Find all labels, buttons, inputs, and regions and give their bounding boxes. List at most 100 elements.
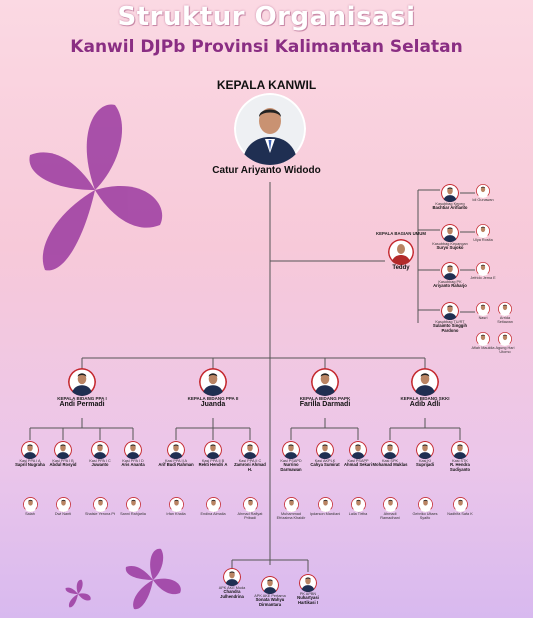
kasi-name: Aris Ananta xyxy=(121,462,145,468)
bidang-role: KEPALA BIDANG PPA II xyxy=(187,396,239,401)
umum-avatar xyxy=(388,238,414,265)
kasi-avatar xyxy=(416,441,434,459)
umum-staff-avatar xyxy=(476,184,490,198)
kasi-name: Ahmad Sekari xyxy=(344,462,372,468)
umum-staff-node: Aflah Mauldia xyxy=(470,332,496,350)
kasi-staff-name: Gebriko Ultaes Syaifo xyxy=(412,512,438,521)
kasi-staff-avatar xyxy=(283,497,299,512)
kasi-role: Kasi PSAPP xyxy=(347,459,369,463)
kasi-name: Nurrino Darmawan xyxy=(280,462,302,472)
fungsional-role: APK AKE Muda xyxy=(218,586,246,590)
kasi-staff-avatar xyxy=(452,497,468,512)
kasi-staff-name: Shalsie Yerona Pt xyxy=(85,512,115,516)
umum-staff-name: Ulya Rosita xyxy=(473,238,493,242)
kasi-staff-name: Ipdarson Mardiani xyxy=(309,512,341,516)
umum-sub-role: Kasubbag Kepeg xyxy=(435,202,465,206)
kasi-avatar xyxy=(282,441,300,459)
bidang-head-avatar xyxy=(311,368,339,396)
umum-staff-name: Aflah Mauldia xyxy=(471,346,495,350)
umum-staff-avatar xyxy=(498,302,512,316)
head-photo xyxy=(234,93,306,165)
umum-staff-node: Idi Gunawan xyxy=(470,184,496,202)
umum-sub-name: Sulaimto Singgih Pardono xyxy=(432,323,468,333)
kasi-role: Kasi PPA II C xyxy=(238,459,262,463)
kasi-avatar xyxy=(241,441,259,459)
kasi-role: Kasi PPA I A xyxy=(19,459,41,463)
kasi-staff-node: Muhammad Efrizaima Khaidir xyxy=(275,497,307,520)
bidang-head-avatar xyxy=(411,368,439,396)
kasi-staff-node: Gebriko Ultaes Syaifo xyxy=(409,497,441,520)
kasi-role: Kasi PPA II B xyxy=(201,459,225,463)
kasi-role: Kasi KI xyxy=(418,459,432,463)
kasi-avatar xyxy=(167,441,185,459)
kasi-avatar xyxy=(316,441,334,459)
kasi-staff-node: Shalsie Yerona Pt xyxy=(84,497,116,516)
kasi-name: Cahya Sumirat xyxy=(310,462,340,468)
kasi-staff-avatar xyxy=(205,497,221,512)
umum-sub-name: Suryo Sujoko xyxy=(436,245,464,251)
umum-staff-avatar xyxy=(476,302,490,316)
kasi-role: Kasi SPK xyxy=(381,459,399,463)
kasi-staff-node: Nadhifa Safa K xyxy=(444,497,476,516)
kasi-avatar xyxy=(349,441,367,459)
umum-staff-node: Jefrido Jema E xyxy=(470,262,496,280)
bidang-name: Juanda xyxy=(200,401,226,408)
umum-staff-avatar xyxy=(476,224,490,238)
kasi-role: Kasi PPA II A xyxy=(164,459,188,463)
bidang-name: Andi Permadi xyxy=(59,401,105,408)
kasi-staff-name: Dwi Nanti xyxy=(54,512,72,516)
kasi-staff-avatar xyxy=(55,497,71,512)
kasi-name: Sapril Nugraha xyxy=(15,462,45,468)
fungsional-name: Nuhartyasi Hartikasi I xyxy=(297,595,319,605)
umum-sub-role: Kasubbag Keuangan xyxy=(432,242,468,246)
bidang-head-avatar xyxy=(199,368,227,396)
kasi-role: Kasi PSAPD xyxy=(280,459,302,463)
bidang-role: KEPALA BIDANG SKKI xyxy=(400,396,450,401)
kasi-name: Suprijadi xyxy=(416,462,434,468)
head-name: Catur Ariyanto Widodo xyxy=(212,165,321,176)
kasi-staff-name: Saiah xyxy=(25,512,35,516)
kasi-avatar xyxy=(21,441,39,459)
kasi-avatar xyxy=(124,441,142,459)
fungsional-avatar xyxy=(299,574,317,592)
kasi-staff-name: Sanni Rahjarlia xyxy=(120,512,146,516)
umum-staff-avatar xyxy=(476,332,490,346)
fungsional-role: PK APBN xyxy=(299,592,317,596)
flower-decoration-small xyxy=(125,548,181,610)
kasi-staff-name: Ahmad Rafiyat Pribadi xyxy=(237,512,263,521)
kasi-staff-node: Dwi Nanti xyxy=(47,497,79,516)
kasi-staff-avatar xyxy=(417,497,433,512)
umum-staff-avatar xyxy=(498,332,512,346)
kasi-staff-avatar xyxy=(242,497,258,512)
umum-staff-node: Nasri xyxy=(470,302,496,320)
kasi-staff-node: Endina Almalia xyxy=(197,497,229,516)
umum-sub-role: Kasubbag PK xyxy=(438,280,462,284)
kasi-staff-node: Irfan Khalia xyxy=(160,497,192,516)
fungsional-avatar xyxy=(223,568,241,586)
kasi-staff-name: Irfan Khalia xyxy=(166,512,186,516)
kasi-avatar xyxy=(54,441,72,459)
umum-staff-node: Arrida Setiawan xyxy=(492,302,518,324)
kasi-staff-node: Laila Tirtha xyxy=(342,497,374,516)
kasi-staff-name: Muhammad Efrizaima Khaidir xyxy=(276,512,306,521)
umum-staff-name: Jefrido Jema E xyxy=(470,276,496,280)
kasi-role: Kasi PPA I B xyxy=(52,459,74,463)
bidang-role: KEPALA BIDANG PAPK xyxy=(299,396,351,401)
kasi-role: Kasi PPA I D xyxy=(122,459,144,463)
page-subtitle: Kanwil DJPb Provinsi Kalimantan Selatan xyxy=(70,37,463,57)
bidang-name: Adib Adli xyxy=(409,401,441,408)
kasi-avatar xyxy=(91,441,109,459)
